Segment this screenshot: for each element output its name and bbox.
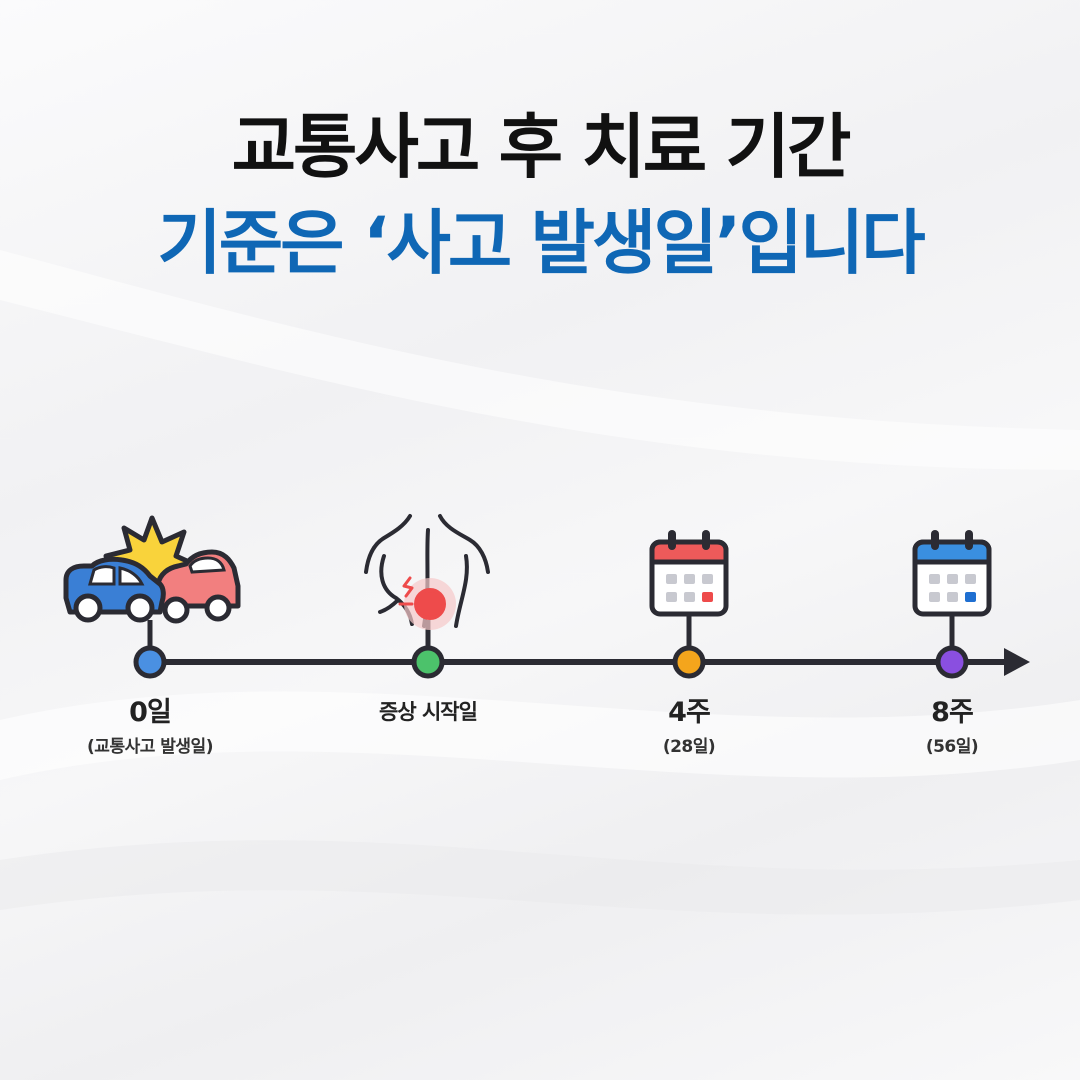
car-crash-icon [63, 515, 241, 624]
timeline-arrowhead [1004, 648, 1030, 676]
timeline-label-day0: 0일 [129, 697, 172, 728]
back-pain-icon [364, 514, 490, 630]
node-symptom [411, 645, 445, 679]
node-week8 [935, 645, 969, 679]
timeline-sublabel-day0: (교통사고 발생일) [87, 737, 213, 757]
timeline-label-week4: 4주 [668, 697, 711, 728]
node-day0 [133, 645, 167, 679]
calendar-blue-icon [912, 530, 992, 617]
node-week4 [672, 645, 706, 679]
timeline-sublabel-week8: (56일) [925, 737, 979, 757]
timeline-label-symptom: 증상 시작일 [379, 700, 478, 724]
timeline-label-week8: 8주 [931, 697, 974, 728]
timeline-sublabel-week4: (28일) [662, 737, 716, 757]
title-line-1: 교통사고 후 치료 기간 [231, 106, 852, 188]
calendar-red-icon [649, 530, 729, 617]
title-line-2: 기준은 ‘사고 발생일’입니다 [157, 202, 925, 284]
